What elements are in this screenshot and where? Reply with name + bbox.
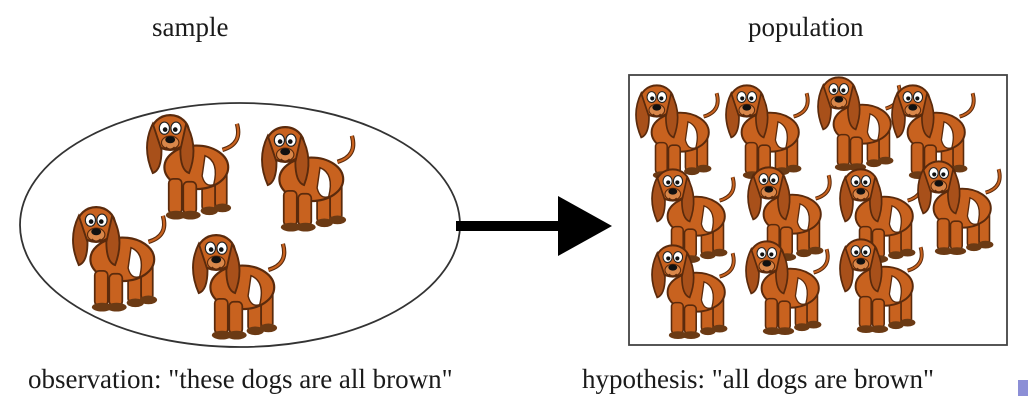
inference-arrow (456, 196, 612, 256)
edge-marker (1018, 380, 1028, 396)
observation-caption: observation: "these dogs are all brown" (28, 364, 453, 395)
hypothesis-caption: hypothesis: "all dogs are brown" (582, 364, 934, 395)
